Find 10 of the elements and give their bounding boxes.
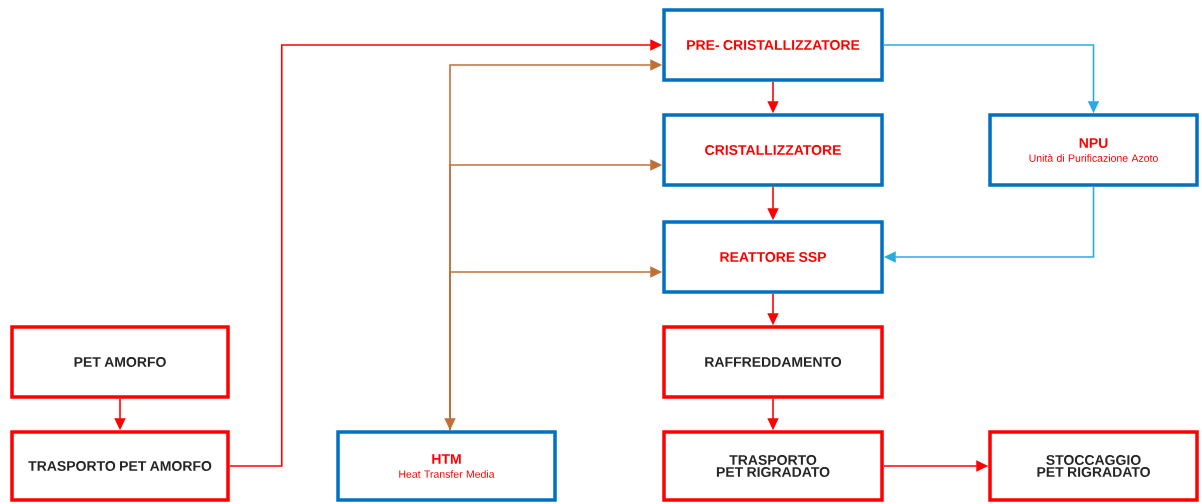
process-box: TRASPORTO PET RIGRADATO <box>662 430 884 502</box>
process-box: CRISTALLIZZATORE <box>662 113 884 187</box>
process-box: PET AMORFO <box>10 325 230 399</box>
process-box: REATTORE SSP <box>662 220 884 294</box>
process-box: STOCCAGGIO PET RIGRADATO <box>988 430 1199 502</box>
process-box: TRASPORTO PET AMORFO <box>10 430 230 502</box>
process-box: RAFFREDDAMENTO <box>662 325 884 399</box>
process-box: NPU Unità di Purificazione Azoto <box>988 113 1199 187</box>
process-box: HTM Heat Transfer Media <box>336 430 557 502</box>
process-box: PRE- CRISTALLIZZATORE <box>662 8 884 82</box>
